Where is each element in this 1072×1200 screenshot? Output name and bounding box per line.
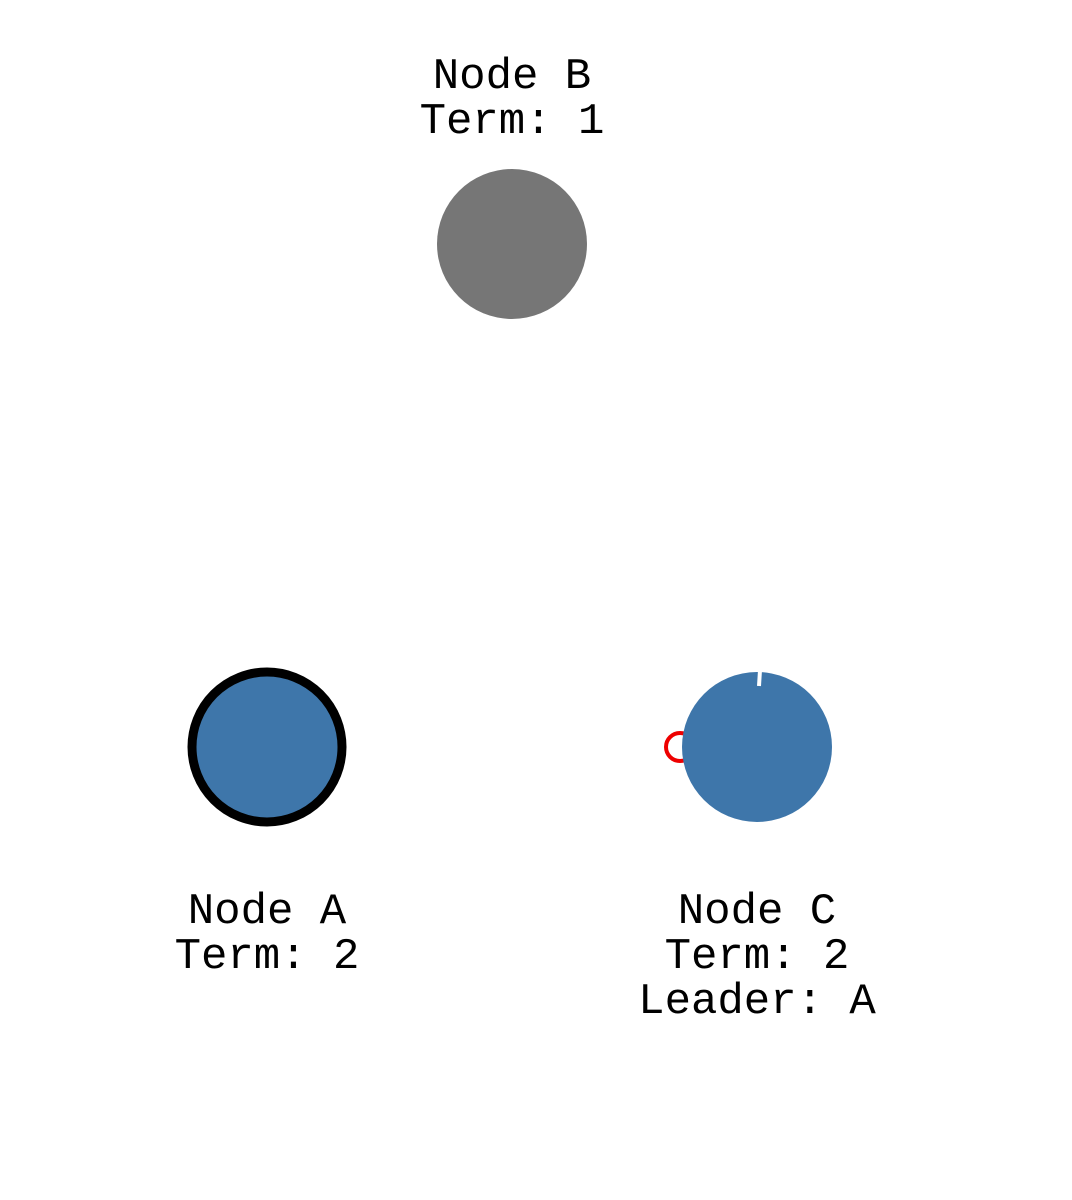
node-b[interactable]: Node B Term: 1 <box>420 52 605 319</box>
node-c-name: Node C <box>678 887 836 937</box>
node-c-leader: Leader: A <box>638 977 876 1027</box>
election-timeout-tick-icon <box>757 669 762 687</box>
node-c[interactable]: Node C Term: 2 Leader: A <box>638 669 876 1027</box>
node-b-circle[interactable] <box>437 169 587 319</box>
node-a-circle[interactable] <box>187 667 347 827</box>
node-c-term: Term: 2 <box>665 932 850 982</box>
node-b-name: Node B <box>433 52 591 102</box>
node-a-name: Node A <box>188 887 347 937</box>
node-a-term: Term: 2 <box>175 932 360 982</box>
node-b-term: Term: 1 <box>420 97 605 147</box>
node-a[interactable]: Node A Term: 2 <box>175 667 360 982</box>
node-c-circle[interactable] <box>682 672 832 822</box>
